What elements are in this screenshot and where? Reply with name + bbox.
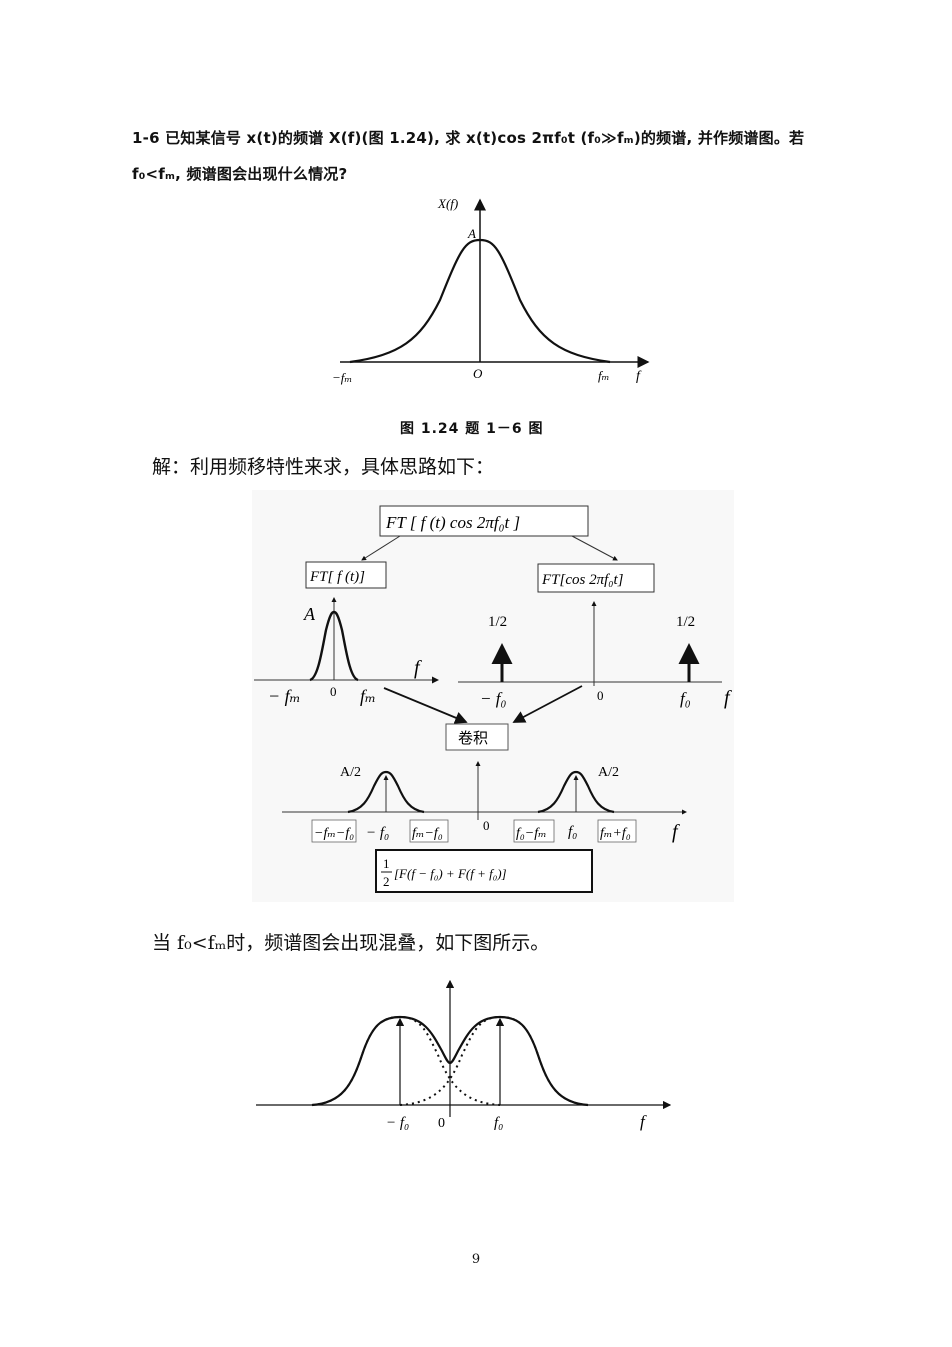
convolution-diagram: FT [ f (t) cos 2πf₀t ] FT[ f (t)] FT[cos… (254, 505, 732, 893)
right-ft-box (537, 563, 655, 593)
right-neg-f0: − f₀ (480, 689, 506, 708)
f3-sum-curve (311, 1015, 589, 1107)
f3-shifted-left-dotted (311, 1015, 501, 1106)
bottom-right-curve (537, 770, 615, 814)
f3-axis-label: f (640, 1112, 647, 1131)
solution-intro: 解：利用频移特性来求，具体思路如下： (152, 456, 495, 478)
left-ft-box (305, 561, 387, 589)
f1-spectrum-curve (349, 238, 611, 364)
top-ft-box (379, 505, 589, 537)
right-pos-f0: f₀ (680, 689, 691, 708)
result-expression: [F(f − f₀) + F(f + f₀)] (394, 866, 507, 881)
f1-y-label: X(f) (437, 196, 458, 211)
problem-line-2: f₀<fₘ, 频谱图会出现什么情况? (132, 165, 348, 183)
b-r2-label: f₀ (568, 824, 577, 840)
b-r1-label: f₀−fₘ (516, 826, 547, 841)
right-axis-label: f (724, 687, 732, 709)
arrow-to-left-box (361, 535, 401, 561)
figure-1-24: X(f) A O −fₘ fₘ f (332, 196, 650, 385)
b-l1-label: −fₘ−f₀ (314, 826, 354, 841)
b-l3-label: fₘ−f₀ (412, 826, 443, 841)
arrow-to-right-box (571, 535, 618, 561)
arrow-right-to-conv (512, 685, 583, 723)
problem-line-1: 1-6 已知某信号 x(t)的频谱 X(f)(图 1.24), 求 x(t)co… (132, 129, 805, 147)
left-zero: 0 (330, 684, 337, 699)
bottom-left-curve (347, 770, 425, 814)
result-denominator: 2 (383, 874, 390, 889)
problem-statement: 1-6 已知某信号 x(t)的频谱 X(f)(图 1.24), 求 x(t)co… (132, 120, 822, 192)
impulse-left-label: 1/2 (488, 614, 507, 630)
result-numerator: 1 (383, 856, 390, 871)
arrow-left-to-conv (383, 687, 468, 724)
f1-axis-label: f (636, 369, 642, 384)
f1-neg-fm-label: −fₘ (332, 370, 352, 385)
aliasing-note: 当 f₀<fₘ时，频谱图会出现混叠，如下图所示。 (152, 932, 550, 954)
left-peak-label: A (303, 604, 316, 624)
b-l2-label: − f₀ (366, 825, 389, 841)
impulse-right-label: 1/2 (676, 614, 695, 630)
f1-origin-label: O (473, 366, 483, 381)
f1-pos-fm-label: fₘ (598, 368, 610, 383)
left-axis-label: f (414, 657, 422, 679)
b-r1-box (513, 819, 555, 843)
aliasing-figure: − f₀ 0 f₀ f (256, 979, 672, 1131)
b-zero-label: 0 (483, 818, 490, 833)
convolution-label: 卷积 (458, 730, 488, 747)
convolution-box (445, 723, 509, 751)
top-ft-text: FT [ f (t) cos 2πf₀t ] (385, 513, 520, 532)
bottom-left-peak: A/2 (340, 765, 361, 780)
f3-neg-label: − f₀ (386, 1115, 409, 1131)
right-ft-text: FT[cos 2πf₀t] (541, 572, 624, 588)
b-axis-label: f (672, 821, 680, 843)
b-l3-box (409, 819, 449, 843)
left-ft-text: FT[ f (t)] (309, 569, 365, 585)
left-spectrum-curve (309, 610, 359, 682)
left-pos-fm: fₘ (360, 686, 376, 706)
b-l1-box (311, 819, 357, 843)
f1-peak-label: A (467, 226, 476, 241)
b-r3-box (597, 819, 637, 843)
figure-caption: 图 1.24 题 1－6 图 (400, 421, 544, 437)
f3-zero-label: 0 (438, 1116, 445, 1131)
page-number: 9 (471, 1252, 481, 1267)
result-box (375, 849, 593, 893)
right-zero: 0 (597, 688, 604, 703)
left-neg-fm: − fₘ (268, 686, 301, 706)
b-r3-label: fₘ+f₀ (600, 826, 631, 841)
bottom-right-peak: A/2 (598, 765, 619, 780)
f3-pos-label: f₀ (494, 1115, 503, 1131)
